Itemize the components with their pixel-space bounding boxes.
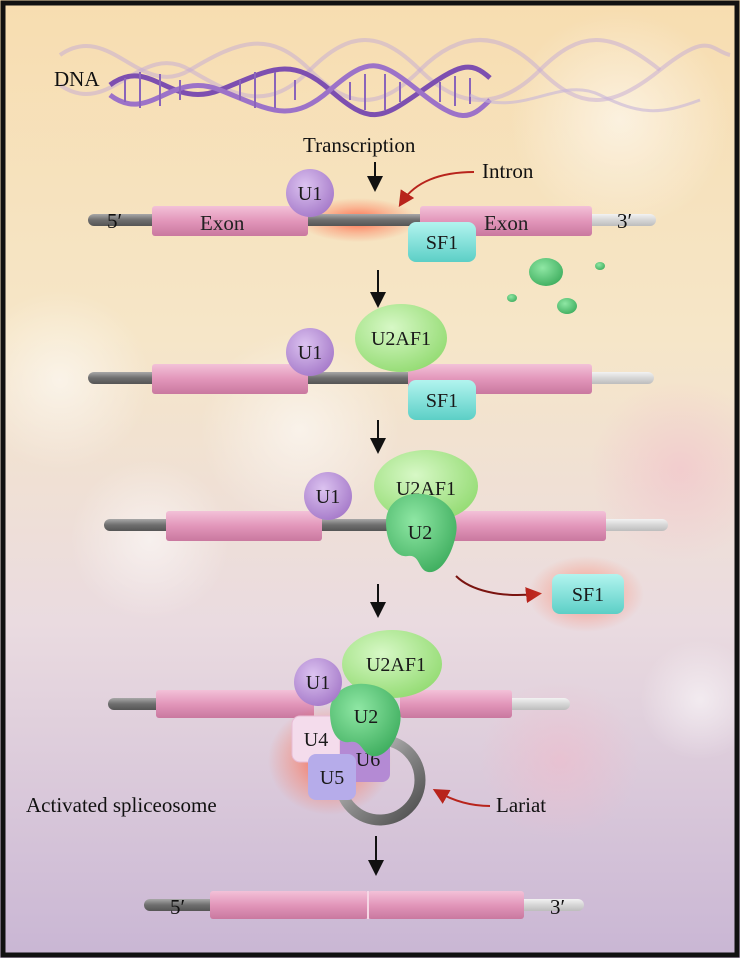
intron-pointer-arrow: [398, 171, 475, 208]
u2af1-label-4: U2AF1: [366, 654, 426, 676]
dna-label: DNA: [54, 67, 100, 91]
backbone-3prime-5: [516, 899, 584, 911]
u5-factor: U5: [308, 754, 356, 800]
five-prime-label: 5′: [107, 209, 122, 233]
backbone-5prime-5: [144, 899, 218, 911]
activated-spliceosome-label: Activated spliceosome: [26, 793, 217, 817]
u4-label: U4: [304, 729, 328, 751]
backbone-3prime-3: [596, 519, 668, 531]
sf1-label-2: SF1: [426, 390, 458, 412]
backbone-3prime-4: [506, 698, 570, 710]
exon-right-3: [444, 511, 606, 541]
u1-label-3: U1: [316, 486, 340, 508]
floating-u2-particles: [507, 258, 605, 314]
intron-segment-2: [300, 372, 440, 384]
sf1-factor: SF1: [408, 222, 476, 262]
stage-2-u2af1-binding: U2AF1 U1 SF1: [88, 304, 654, 420]
exon-right-label: Exon: [484, 211, 529, 235]
u2-factor: U2: [386, 493, 457, 573]
u1-factor-4: U1: [294, 658, 342, 706]
three-prime-label: 3′: [617, 209, 632, 233]
bokeh-decoration: [0, 10, 740, 840]
exon-right-4: [400, 690, 512, 718]
lariat-pointer-arrow: [432, 789, 491, 807]
sf1-label-released: SF1: [572, 584, 604, 606]
u4-factor: U4: [291, 715, 341, 763]
u2af1-label: U2AF1: [371, 328, 431, 350]
exon-left-2: [152, 364, 308, 394]
intron-segment: [300, 214, 440, 226]
u2-label: U2: [408, 522, 432, 544]
stage-4-activated-spliceosome: U2AF1 U4 U6 U5 U2 U1: [108, 630, 570, 826]
backbone-5prime-4: [108, 698, 164, 710]
sf1-release-arrow: [455, 575, 542, 604]
transcription-label: Transcription: [303, 133, 416, 157]
backbone-3prime: [580, 214, 656, 226]
released-sf1: SF1: [528, 556, 644, 632]
three-prime-label-5: 3′: [550, 895, 565, 919]
stage-3-u2-binding: U2AF1 U1 U2: [104, 450, 668, 573]
exon-right-5: [368, 891, 524, 919]
u1-factor-2: U1: [286, 328, 334, 376]
backbone-5prime-2: [88, 372, 158, 384]
u1-label-4: U1: [306, 672, 330, 694]
u2af1-factor: U2AF1: [355, 304, 447, 372]
u1-label-2: U1: [298, 342, 322, 364]
u2-factor-4: U2: [330, 683, 401, 757]
lariat-label: Lariat: [496, 793, 546, 817]
exon-left-label: Exon: [200, 211, 245, 235]
five-prime-label-5: 5′: [170, 895, 185, 919]
u2af1-factor-4: U2AF1: [342, 630, 442, 698]
u1-factor: U1: [286, 169, 334, 217]
dna-helix: [58, 38, 731, 118]
u2-label-4: U2: [354, 706, 378, 728]
stage-1-pre-mrna: 5′ 3′ Exon Exon U1 SF1: [88, 169, 656, 262]
exon-left-4: [156, 690, 314, 718]
backbone-3prime-2: [580, 372, 654, 384]
u1-label: U1: [298, 183, 322, 205]
exon-left-3: [166, 511, 322, 541]
stage-5-mature-mrna: 5′ 3′: [144, 891, 584, 919]
exon-left-5: [210, 891, 368, 919]
sf1-factor-2: SF1: [408, 380, 476, 420]
backbone-5prime: [88, 214, 158, 226]
sf1-label: SF1: [426, 232, 458, 254]
backbone-5prime-3: [104, 519, 174, 531]
u1-factor-3: U1: [304, 472, 352, 520]
exon-left: [152, 206, 308, 236]
u5-label: U5: [320, 767, 344, 789]
intron-label: Intron: [482, 159, 534, 183]
